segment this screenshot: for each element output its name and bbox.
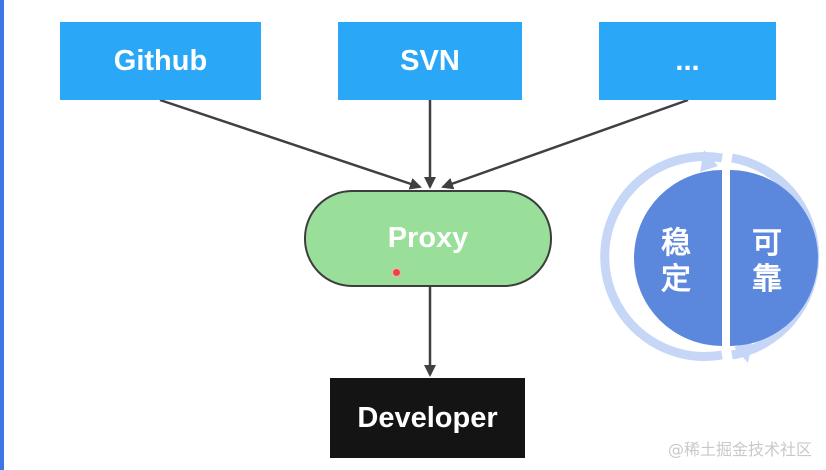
cycle-arrowhead-top — [700, 150, 718, 172]
cycle-right-half — [730, 170, 818, 346]
cycle-arrowhead-bottom — [734, 342, 752, 363]
proxy-node: Proxy — [304, 190, 552, 287]
arrow-github-to-proxy — [159, 98, 422, 190]
developer-node: Developer — [330, 378, 525, 458]
cycle-left-char-2: 定 — [661, 262, 691, 297]
source-box-svn: SVN — [338, 22, 522, 100]
cursor-pointer-dot — [392, 268, 401, 277]
source-box-github: Github — [60, 22, 261, 100]
watermark-text: @稀土掘金技术社区 — [667, 440, 812, 459]
cycle-right-char-2: 靠 — [752, 262, 782, 297]
cycle-outer-ring — [600, 152, 723, 361]
cycle-left-char-1: 稳 — [661, 226, 691, 261]
arrow-more-to-proxy — [441, 98, 689, 190]
cycle-right-label: 可 靠 — [747, 226, 787, 298]
source-box-more: ... — [599, 22, 776, 100]
left-accent-rule — [0, 0, 4, 470]
cycle-left-half — [634, 170, 722, 346]
cycle-left-label: 稳 定 — [656, 226, 696, 298]
cycle-right-char-1: 可 — [752, 226, 782, 261]
